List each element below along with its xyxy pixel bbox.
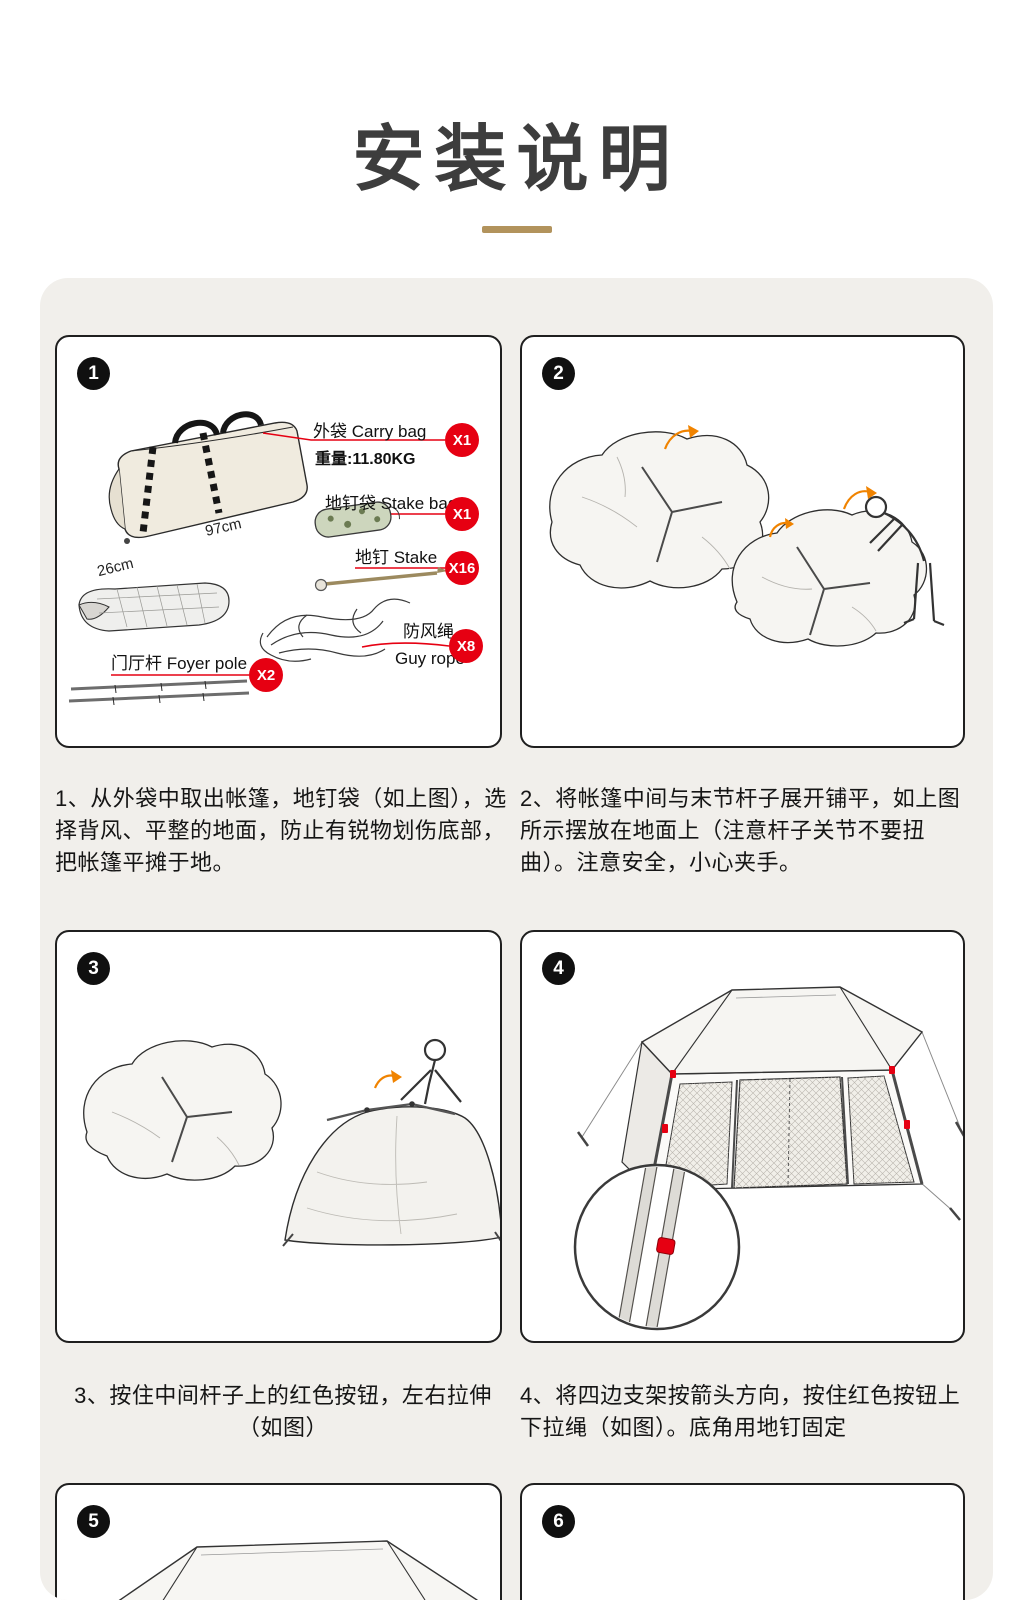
carry-bag-weight-label: 重量:11.80KG xyxy=(315,451,416,468)
step-4-number-badge: 4 xyxy=(542,952,575,985)
tent-fabric-blob xyxy=(83,1040,282,1181)
step-1-caption: 1、从外袋中取出帐篷，地钉袋（如上图），选择背风、平整的地面，防止有锐物划伤底部… xyxy=(55,786,507,875)
tent-fabric-blob xyxy=(549,431,770,589)
step-3-number-badge: 3 xyxy=(77,952,110,985)
step-3-caption: 3、按住中间杆子上的红色按钮，左右拉伸（如图） xyxy=(74,1383,492,1440)
step-5-card: 5 xyxy=(55,1483,502,1600)
stake-drawing xyxy=(314,567,448,592)
tent-roof xyxy=(118,1540,478,1600)
step-6-card: 6 xyxy=(520,1483,965,1600)
guy-rope-drawing xyxy=(259,598,411,662)
erected-tent-illustration xyxy=(573,986,963,1331)
person-figure xyxy=(864,495,945,627)
guy-rope-qty-badge: X8 xyxy=(449,629,483,663)
step-3-card: 3 xyxy=(55,930,502,1343)
step-5-number-badge: 5 xyxy=(77,1505,110,1538)
step-2-caption: 2、将帐篷中间与末节杆子展开铺平，如上图所示摆放在地面上（注意杆子关节不要扭曲）… xyxy=(520,786,961,875)
step-1-card: 1 xyxy=(55,335,502,748)
guy-rope-label-en: Guy rope xyxy=(395,649,465,668)
carry-bag-drawing xyxy=(108,411,308,544)
page-title: 安装说明 xyxy=(352,120,681,200)
instructions-panel: 1 xyxy=(40,278,993,1600)
stake-bag-label: 地钉袋 Stake bag xyxy=(325,494,458,513)
spread-tent-illustration xyxy=(549,425,945,647)
person-figure xyxy=(400,1038,462,1105)
title-divider xyxy=(481,226,552,233)
step-1-number-badge: 1 xyxy=(77,357,110,390)
step-4-card: 4 xyxy=(520,930,965,1343)
carry-bag-label: 外袋 Carry bag xyxy=(313,422,427,441)
stake-qty-badge: X16 xyxy=(445,551,479,585)
tent-roof xyxy=(640,986,924,1075)
foyer-pole-drawing xyxy=(68,679,250,706)
tent-walls xyxy=(621,1040,923,1192)
orange-arrowhead xyxy=(391,1070,402,1083)
carry-bag-qty-badge: X1 xyxy=(445,423,479,457)
tent-stakes xyxy=(576,1121,963,1229)
magnifier-detail xyxy=(573,1163,741,1331)
foyer-pole-qty-badge: X2 xyxy=(249,658,283,692)
package-contents-illustration xyxy=(68,411,450,706)
orange-arrowheads xyxy=(688,425,877,529)
stake-bag-qty-badge: X1 xyxy=(445,497,479,531)
step-6-number-badge: 6 xyxy=(542,1505,575,1538)
foyer-pole-label: 门厅杆 Foyer pole xyxy=(111,654,248,673)
folded-tent-drawing xyxy=(78,582,230,632)
step-4-caption: 4、将四边支架按箭头方向，按住红色按钮上下拉绳（如图）。底角用地钉固定 xyxy=(520,1383,961,1440)
half-raised-tent-drawing xyxy=(282,1101,500,1247)
tent-guy-ropes xyxy=(581,1031,961,1221)
step-2-number-badge: 2 xyxy=(542,357,575,390)
stake-label: 地钉 Stake xyxy=(355,548,438,567)
guy-rope-label-cn: 防风绳 xyxy=(403,622,454,641)
stretch-tent-illustration xyxy=(83,1038,500,1247)
tent-with-canopy-illustration xyxy=(118,1540,478,1600)
stake-bag-drawing xyxy=(314,501,400,538)
red-button-markers xyxy=(662,1066,910,1133)
orange-arrow xyxy=(373,1074,396,1089)
tent-fabric-blob xyxy=(731,509,927,647)
step-2-card: 2 xyxy=(520,335,965,748)
